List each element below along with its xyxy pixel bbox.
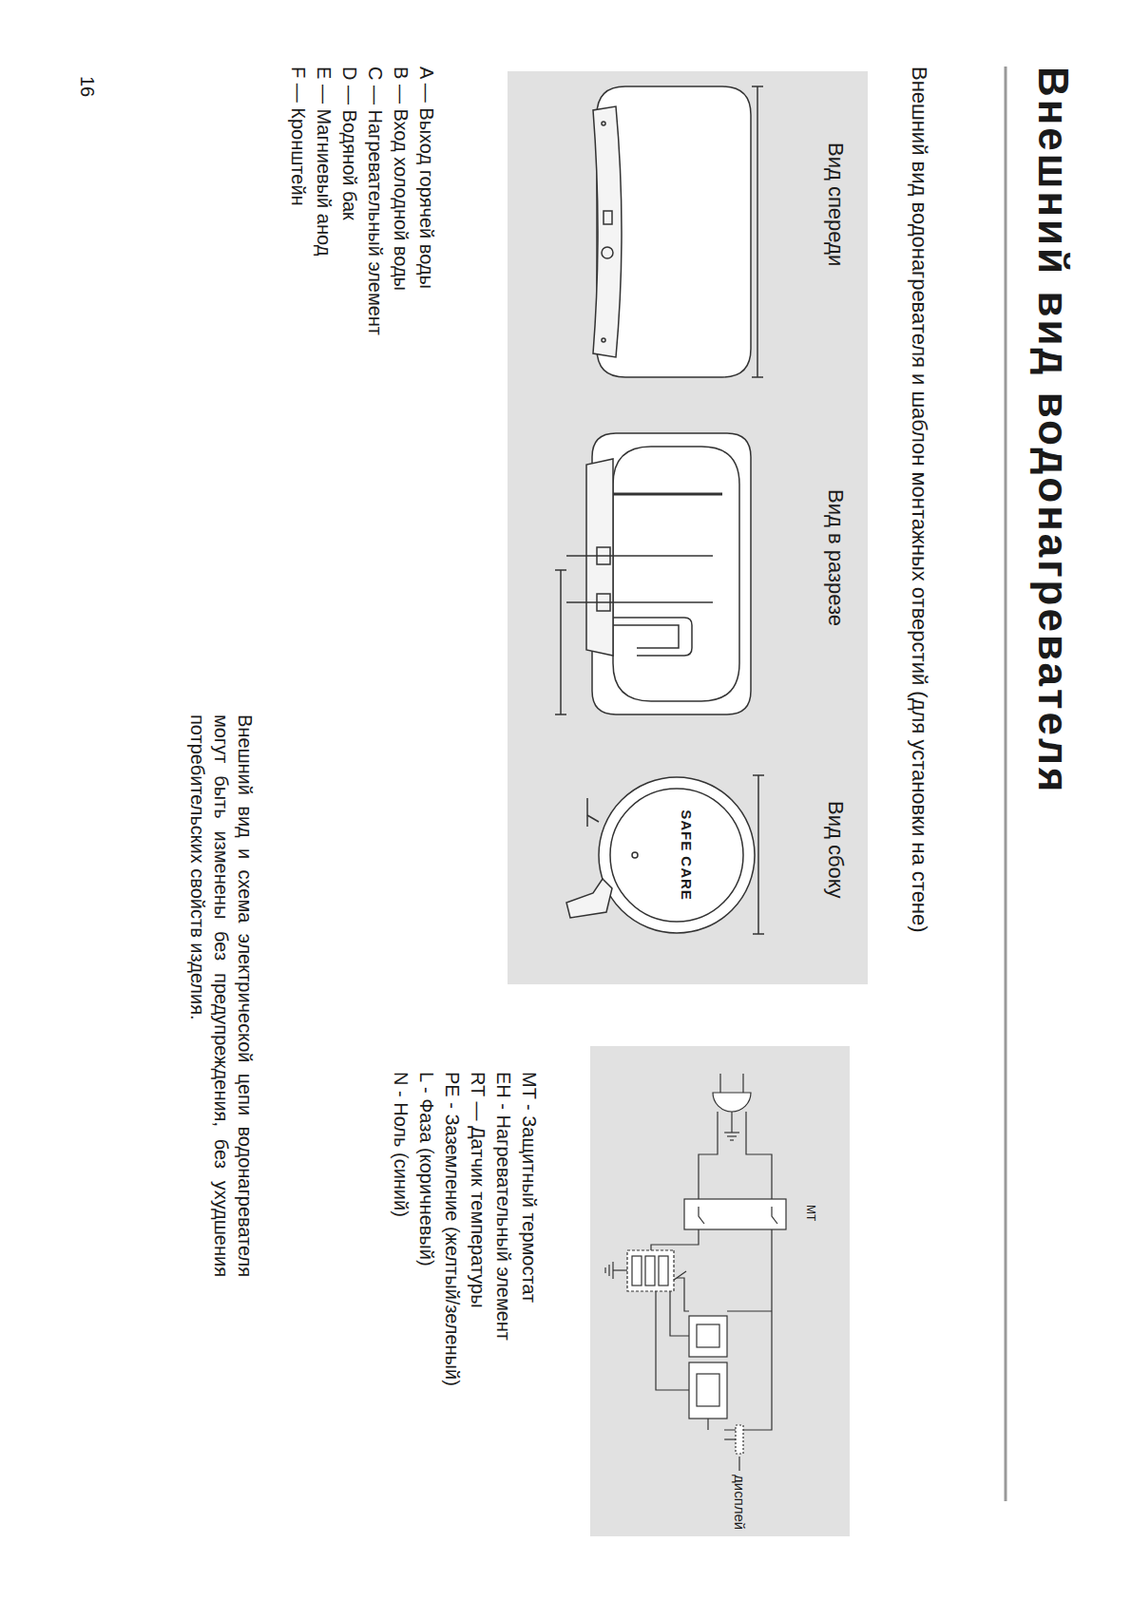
component-label: дисплей xyxy=(730,1475,748,1531)
note-text: Внешний вид и схема электрической цепи в… xyxy=(185,714,257,1278)
part-label: C — Нагревательный элемент xyxy=(363,66,388,336)
subtitle: Внешний вид водонагревателя и шаблон мон… xyxy=(906,66,932,934)
schematic-key: N - Ноль (синий) xyxy=(388,1072,414,1218)
front-view xyxy=(593,86,764,378)
part-label: F — Кронштейн xyxy=(286,66,311,207)
part-label: B — Вход холодной воды xyxy=(388,66,414,291)
view-label: Вид сбоку xyxy=(823,801,848,900)
part-label: A — Выход горячей воды xyxy=(414,66,440,289)
page-number: 16 xyxy=(76,76,99,97)
views-panel xyxy=(507,71,868,985)
view-label: Вид в разрезе xyxy=(823,489,848,627)
schematic-key: EH - Нагревательный элемент xyxy=(491,1072,517,1342)
title-rule xyxy=(1005,66,1007,1502)
schematic-key: PE - Заземление (желтый/зеленый) xyxy=(440,1072,465,1387)
side-view xyxy=(566,775,765,935)
cutaway-view xyxy=(555,433,751,715)
component-label: MT xyxy=(804,1205,818,1222)
wiring-schematic xyxy=(605,1073,786,1472)
part-label: D — Водяной бак xyxy=(337,66,363,221)
page-title: Внешний вид водонагревателя xyxy=(1027,66,1078,796)
schematic-panel xyxy=(590,1046,850,1537)
part-label: E — Магниевый анод xyxy=(311,66,337,256)
schematic-key: MT - Защитный термостат xyxy=(517,1072,542,1304)
view-label: Вид спереди xyxy=(823,142,848,267)
brand-watermark: SAFE CARE xyxy=(677,809,695,901)
schematic-key: L - Фаза (коричневый) xyxy=(414,1072,440,1267)
schematic-key: RT — Датчик температуры xyxy=(465,1072,491,1309)
